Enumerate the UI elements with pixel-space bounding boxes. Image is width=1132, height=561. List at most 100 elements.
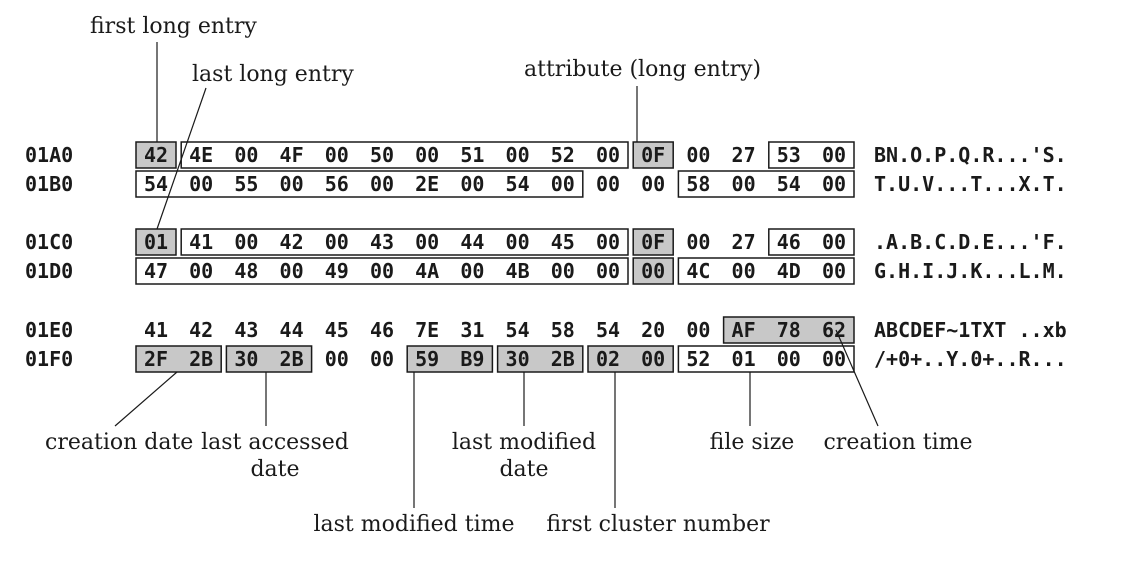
shaded-field (135, 141, 177, 169)
hex-byte: 00 (460, 259, 484, 283)
hex-byte: 41 (144, 318, 168, 342)
hex-byte: 41 (189, 230, 213, 254)
row-ascii: .A.B.C.D.E...'F. (874, 230, 1067, 254)
hex-byte: AF (732, 318, 756, 342)
hex-byte: 00 (596, 172, 620, 196)
hex-byte: 43 (234, 318, 258, 342)
hex-byte: 2B (280, 347, 304, 371)
hex-byte: 50 (370, 143, 394, 167)
boxed-fields (135, 141, 855, 373)
hex-byte: 44 (460, 230, 484, 254)
hex-byte: 4D (777, 259, 801, 283)
hex-byte: 00 (641, 347, 665, 371)
label-file-size: file size (710, 430, 795, 455)
hex-byte: 4C (686, 259, 710, 283)
hex-byte: 01 (732, 347, 756, 371)
label-last-accessed-date-line1: last accessed (201, 430, 349, 455)
hex-byte: 00 (370, 259, 394, 283)
label-last-modified-time: last modified time (313, 512, 514, 537)
hex-byte: 42 (189, 318, 213, 342)
hex-byte: 47 (144, 259, 168, 283)
hex-byte: 31 (460, 318, 484, 342)
hex-byte: 52 (686, 347, 710, 371)
hex-byte: 00 (686, 230, 710, 254)
hex-byte: 51 (460, 143, 484, 167)
label-creation-date: creation date (45, 430, 193, 455)
shaded-field (225, 345, 313, 373)
hex-byte: 46 (777, 230, 801, 254)
shaded-field (632, 141, 674, 169)
boxed-field (135, 170, 584, 198)
label-first-long-entry: first long entry (90, 14, 257, 39)
leader-lines (114, 42, 879, 508)
hex-byte: 2F (144, 347, 168, 371)
hex-byte: 4A (415, 259, 439, 283)
hex-byte: 54 (506, 172, 530, 196)
hex-byte: 4B (506, 259, 530, 283)
hex-byte: 42 (144, 143, 168, 167)
hex-byte: 00 (325, 230, 349, 254)
hex-byte: 00 (822, 172, 846, 196)
row-ascii: ABCDEF~1TXT ..xb (874, 318, 1067, 342)
label-attribute-long-entry: attribute (long entry) (524, 57, 761, 82)
boxed-field (768, 141, 855, 169)
hex-byte: 49 (325, 259, 349, 283)
label-creation-time: creation time (823, 430, 972, 455)
shaded-field (632, 257, 674, 285)
hex-byte: 00 (325, 143, 349, 167)
hex-byte: 4E (189, 143, 213, 167)
hex-byte: 54 (777, 172, 801, 196)
boxed-field (180, 228, 629, 256)
hex-byte: 00 (551, 259, 575, 283)
hex-byte: 27 (732, 143, 756, 167)
hex-byte: 53 (777, 143, 801, 167)
label-last-modified-date-line2: date (499, 457, 548, 482)
hex-byte: 00 (506, 230, 530, 254)
shaded-field (722, 316, 855, 344)
row-offset: 01E0 (25, 318, 73, 342)
hex-byte: 00 (551, 172, 575, 196)
hex-byte: 44 (280, 318, 304, 342)
boxed-field (768, 228, 855, 256)
label-first-cluster-number: first cluster number (546, 512, 770, 537)
hex-byte: 00 (234, 143, 258, 167)
leader-creation-date (114, 371, 178, 427)
row-offset: 01B0 (25, 172, 73, 196)
hex-byte: 00 (280, 172, 304, 196)
shaded-field (632, 228, 674, 256)
hex-byte: 4F (280, 143, 304, 167)
hex-byte: 00 (641, 172, 665, 196)
hex-byte: 02 (596, 347, 620, 371)
hex-byte: 78 (777, 318, 801, 342)
hex-byte: 00 (686, 318, 710, 342)
hex-byte: 00 (370, 347, 394, 371)
label-last-modified-date-line1: last modified (452, 430, 596, 455)
hex-byte: 30 (506, 347, 530, 371)
hex-byte: 27 (732, 230, 756, 254)
hex-byte: 00 (189, 172, 213, 196)
hex-byte: 54 (596, 318, 620, 342)
row-ascii: /+0+..Y.0+..R... (874, 347, 1067, 371)
row-ascii: BN.O.P.Q.R...'S. (874, 143, 1067, 167)
hex-byte: 20 (641, 318, 665, 342)
hex-byte: 00 (641, 259, 665, 283)
hex-byte: 00 (822, 143, 846, 167)
hex-byte: 00 (280, 259, 304, 283)
hex-byte: 2B (189, 347, 213, 371)
hex-byte: 2B (551, 347, 575, 371)
leader-last-long-entry (156, 87, 207, 230)
row-ascii: T.U.V...T...X.T. (874, 172, 1067, 196)
hex-byte: 30 (234, 347, 258, 371)
hex-byte: 45 (325, 318, 349, 342)
hex-byte: 00 (732, 259, 756, 283)
hex-byte: 00 (370, 172, 394, 196)
hex-byte: 52 (551, 143, 575, 167)
hex-byte: 00 (777, 347, 801, 371)
hex-byte: 00 (822, 230, 846, 254)
hex-byte: 00 (325, 347, 349, 371)
hex-byte: 55 (234, 172, 258, 196)
boxed-field (180, 141, 629, 169)
hex-byte: 00 (596, 259, 620, 283)
